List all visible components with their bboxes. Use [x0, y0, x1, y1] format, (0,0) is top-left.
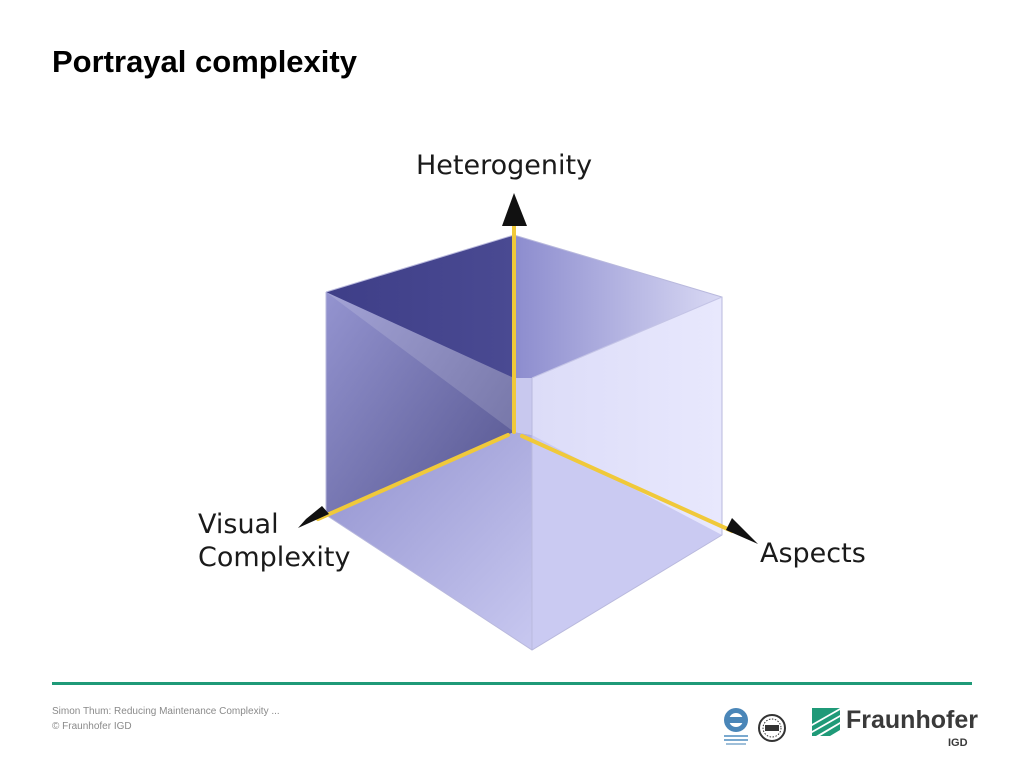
page-title: Portrayal complexity	[52, 44, 357, 79]
cube-top-front-edge	[531, 296, 723, 379]
footer-copyright: © Fraunhofer IGD	[52, 721, 132, 732]
cube-face-bottom-left	[326, 432, 532, 650]
brand-name: Fraunhofer	[846, 706, 978, 734]
cube-face-back-dark	[326, 235, 514, 378]
cube-face-inner-strip	[514, 378, 532, 435]
certification-seals-logo	[724, 708, 786, 745]
arrow-left-icon	[298, 506, 329, 528]
axis-visual-line	[316, 433, 510, 521]
footer-author-line: Simon Thum: Reducing Maintenance Complex…	[52, 706, 280, 717]
cube-face-back-right	[514, 235, 722, 378]
footer-divider	[52, 682, 972, 685]
cube-face-bottom-right	[532, 435, 722, 650]
fraunhofer-logo-icon	[812, 708, 840, 736]
arrow-up-icon	[502, 193, 527, 226]
axis-aspects-line	[520, 434, 734, 533]
axis-label-aspects: Aspects	[760, 538, 866, 569]
axis-label-complexity: Complexity	[198, 542, 351, 573]
arrow-right-icon	[726, 518, 758, 544]
brand-institute: IGD	[948, 737, 968, 749]
axis-label-heterogenity: Heterogenity	[416, 150, 592, 181]
axis-label-visual: Visual	[198, 509, 279, 540]
